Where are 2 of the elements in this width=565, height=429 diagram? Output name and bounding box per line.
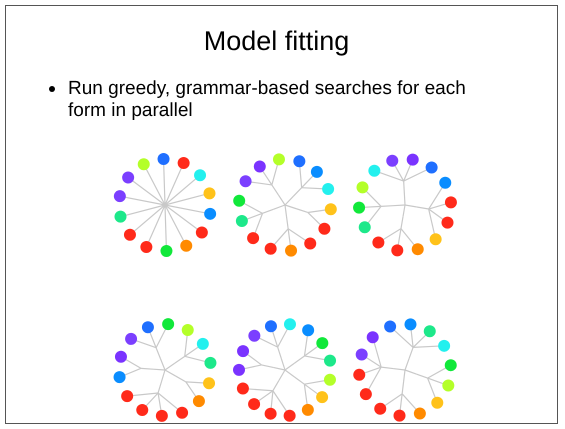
slide-title: Model fitting — [202, 26, 350, 57]
bullet-text: Run greedy, grammar-based searches for each form in parallel — [68, 78, 467, 122]
